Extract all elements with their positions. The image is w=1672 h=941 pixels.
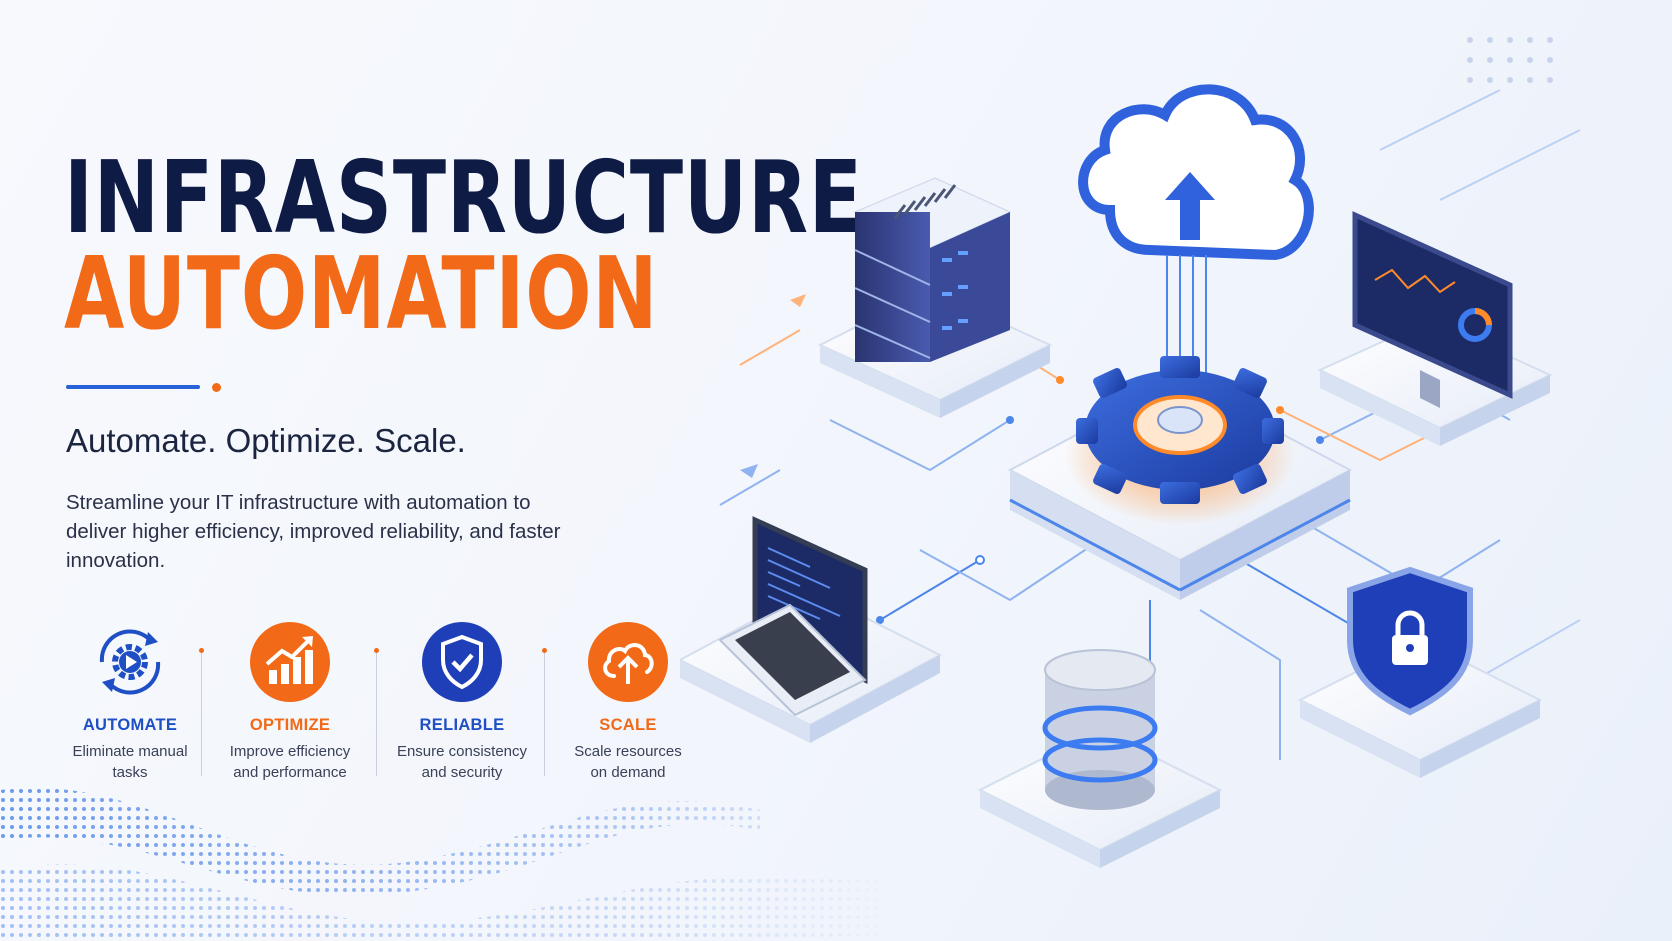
accent-bar	[66, 385, 200, 389]
title-line-automation: AUTOMATION	[64, 235, 659, 352]
feature-desc-line: Improve efficiency	[229, 743, 351, 760]
feature-divider	[374, 648, 379, 776]
feature-desc-scale: Scale resources on demand	[548, 741, 708, 783]
dotted-wave-decoration	[0, 787, 880, 941]
feature-reliable: RELIABLE Ensure consistency and security	[382, 620, 542, 783]
cloud-upload-icon	[588, 622, 668, 702]
feature-desc-automate: Eliminate manual tasks	[50, 741, 210, 783]
infrastructure-illustration	[680, 37, 1581, 868]
feature-desc-line: and performance	[233, 764, 347, 781]
description: Streamline your IT infrastructure with a…	[66, 491, 561, 572]
feature-list: AUTOMATE Eliminate manual tasks OPTIMIZE…	[50, 620, 690, 790]
feature-title-automate: AUTOMATE	[82, 716, 178, 734]
growth-chart-icon	[250, 622, 330, 702]
feature-optimize: OPTIMIZE Improve efficiency and performa…	[210, 620, 370, 783]
gear-icon	[1065, 356, 1295, 525]
feature-desc-line: tasks	[112, 764, 148, 781]
tagline: Automate. Optimize. Scale.	[66, 422, 466, 459]
feature-desc-line: and security	[421, 764, 503, 781]
feature-desc-line: Scale resources	[574, 743, 682, 760]
title-line-infrastructure: INFRASTRUCTURE	[64, 139, 863, 256]
shield-check-icon	[422, 622, 502, 702]
feature-desc-line: Eliminate manual	[72, 743, 188, 760]
arrow-decoration	[740, 294, 806, 478]
feature-desc-optimize: Improve efficiency and performance	[210, 741, 370, 783]
laptop-icon	[680, 516, 943, 743]
feature-scale: SCALE Scale resources on demand	[548, 620, 708, 783]
accent-dot	[212, 383, 221, 392]
security-shield-icon	[1297, 566, 1543, 778]
dot-grid-decoration	[1467, 37, 1553, 83]
monitor-dashboard-icon	[1317, 211, 1553, 446]
server-rack-icon	[817, 177, 1053, 418]
feature-divider	[199, 648, 204, 776]
feature-desc-line: Ensure consistency	[396, 743, 528, 760]
feature-title-scale: SCALE	[599, 716, 657, 734]
database-icon	[977, 649, 1223, 868]
gear-cycle-icon	[99, 629, 161, 695]
feature-title-reliable: RELIABLE	[419, 716, 505, 734]
page-title: INFRASTRUCTURE AUTOMATION	[64, 148, 863, 344]
feature-title-optimize: OPTIMIZE	[249, 716, 331, 734]
feature-desc-line: on demand	[590, 764, 666, 781]
feature-divider	[542, 648, 547, 776]
cloud-upload-icon	[1078, 84, 1314, 395]
feature-desc-reliable: Ensure consistency and security	[382, 741, 542, 783]
feature-automate: AUTOMATE Eliminate manual tasks	[50, 620, 210, 783]
